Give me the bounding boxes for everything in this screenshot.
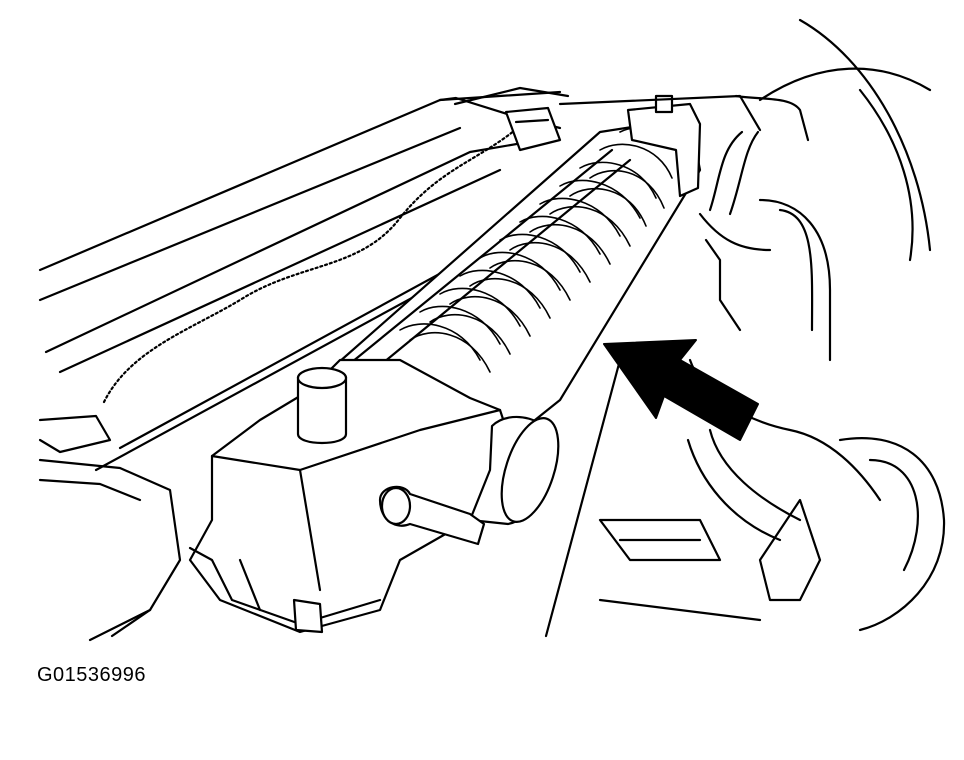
hoses-and-fittings: [544, 18, 946, 638]
intake-duct: [328, 94, 702, 442]
left-fender: [38, 414, 182, 642]
wiring-harness: [102, 106, 562, 404]
figure-id-label: G01536996: [37, 664, 147, 686]
air-cleaner-housing: [188, 358, 560, 634]
radiator-support: [38, 86, 570, 472]
engine-bay-illustration: [38, 18, 946, 642]
arrow-icon: [603, 339, 759, 441]
